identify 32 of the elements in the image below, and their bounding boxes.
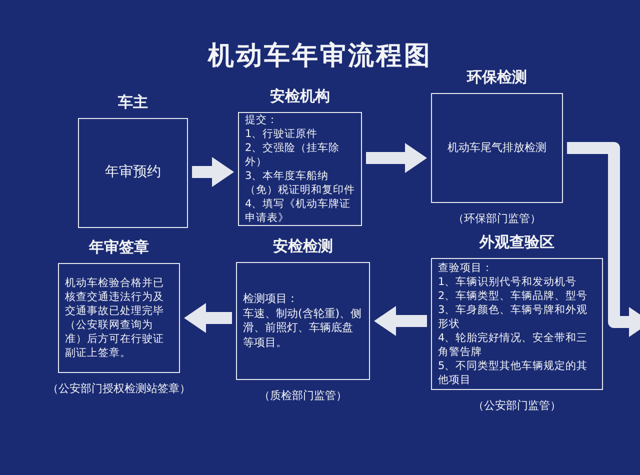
step-heading: 外观查验区: [478, 233, 556, 252]
list-item: 1、车辆识别代号和发动机号: [438, 275, 578, 289]
supervision-note: （质检部门监管）: [258, 388, 348, 403]
step-text: 年审预约: [105, 164, 161, 182]
list-item: 提交：: [245, 113, 279, 127]
step-heading: 年审签章: [88, 238, 150, 257]
list-item: 3、车身颜色、车辆号牌和外观形状: [438, 303, 589, 331]
block-arrow: [567, 142, 640, 337]
step-text: 机动车检验合格并已核查交通违法行为及交通事故已处理完毕（公安联网查询为准）后方可在行驶证副证上签章。: [65, 276, 165, 360]
title: 机动车年审流程图: [206, 40, 433, 73]
list-item: 车速、制动(含轮重)、侧滑、前照灯、车辆底盘等项目。: [243, 306, 363, 350]
list-item: 5、不同类型其他车辆规定的其他项目: [438, 359, 589, 387]
block-arrow: [192, 157, 234, 187]
supervision-note: （公安部门监管）: [472, 398, 562, 413]
step-heading: 安检检测: [272, 237, 334, 256]
step-heading: 安检机构: [269, 87, 331, 106]
supervision-note: （公安部门授权检测站签章）: [46, 381, 192, 396]
step-heading: 车主: [117, 93, 149, 112]
list-item: 1、行驶证原件: [245, 127, 319, 141]
list-item: 查验项目：: [438, 261, 494, 275]
list-item: 3、本年度车船纳（免）税证明和复印件: [245, 169, 355, 197]
list-item: 4、填写《机动车牌证申请表》: [245, 197, 352, 225]
block-arrow: [366, 143, 427, 173]
block-arrow: [184, 303, 232, 333]
step-heading: 环保检测: [466, 68, 528, 87]
step-text: 机动车尾气排放检测: [448, 140, 546, 156]
block-arrow: [374, 306, 427, 336]
list-item: 4、轮胎完好情况、安全带和三角警告牌: [438, 331, 589, 359]
supervision-note: （环保部门监管）: [452, 211, 542, 226]
list-item: 检测项目：: [243, 292, 299, 306]
list-item: 2、交强险（挂车除外）: [245, 141, 341, 169]
list-item: 2、车辆类型、车辆品牌、型号: [438, 289, 589, 303]
